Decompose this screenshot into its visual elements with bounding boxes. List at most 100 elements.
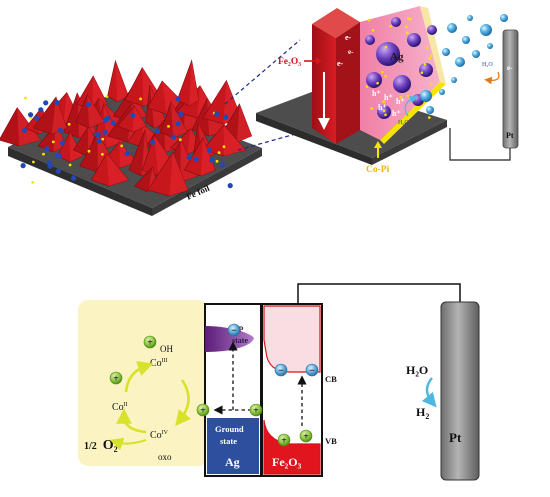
water-droplet bbox=[462, 36, 470, 44]
pt-electrode-top: Pt e- bbox=[502, 29, 519, 149]
vb-hole-1-sign: + bbox=[281, 436, 287, 447]
copi-dot bbox=[405, 31, 409, 34]
vb-hole-2-ball bbox=[299, 429, 313, 443]
external-wire-top bbox=[449, 128, 511, 161]
cycle-hole-2: + bbox=[109, 371, 123, 385]
ag-particle bbox=[175, 121, 181, 127]
ag-sphere bbox=[376, 42, 400, 66]
nanoflake-facet bbox=[106, 153, 129, 186]
cycle-arrow-co2-to-co3 bbox=[124, 361, 154, 393]
ag-particle bbox=[102, 129, 108, 135]
cb-electron-1-sign: − bbox=[278, 366, 284, 377]
hole-label: h⁺ bbox=[384, 93, 393, 102]
electron-label-3: e- bbox=[348, 48, 354, 56]
ag-sphere bbox=[366, 72, 382, 88]
nanoflake-facet bbox=[200, 137, 216, 176]
zoom-line-top bbox=[224, 39, 301, 105]
ag-particle bbox=[96, 138, 102, 144]
ag-particle bbox=[59, 140, 65, 146]
ag-sphere bbox=[365, 35, 375, 45]
cb-electron-2: − bbox=[305, 363, 319, 377]
water-droplet bbox=[420, 90, 432, 102]
water-arrow-left bbox=[404, 95, 418, 117]
copi-dot bbox=[384, 113, 387, 117]
water-droplets bbox=[420, 14, 508, 114]
hole-label: h⁺ bbox=[378, 103, 387, 112]
cycle-hole-2-sign: + bbox=[113, 374, 119, 385]
ag-particle bbox=[43, 100, 49, 106]
nanoflake-facet bbox=[132, 106, 147, 132]
electron-label-1: e- bbox=[337, 59, 344, 68]
ag-label-bottom: Ag bbox=[225, 455, 240, 469]
sp-electron-sign: − bbox=[231, 326, 237, 337]
h2o-label: H₂O bbox=[406, 363, 428, 377]
copi-particle bbox=[139, 97, 143, 101]
water-droplet bbox=[455, 57, 465, 67]
ag-particle bbox=[193, 156, 199, 162]
water-droplet bbox=[426, 106, 434, 114]
copi-dot bbox=[410, 113, 413, 117]
ag-particle bbox=[124, 150, 130, 157]
ag-particle bbox=[175, 96, 181, 102]
ag-particle bbox=[110, 120, 116, 126]
cb-electron-2-sign: − bbox=[309, 366, 315, 377]
co3-label: CoIII bbox=[150, 358, 168, 369]
interface-hole-2-sign: + bbox=[200, 406, 206, 417]
ag-particle bbox=[28, 112, 34, 118]
nanoflake-facet bbox=[115, 60, 129, 102]
ag-particle bbox=[95, 132, 101, 138]
water-droplet bbox=[451, 77, 457, 83]
pt-label-bottom: Pt bbox=[449, 430, 462, 445]
nanoflake-facet bbox=[189, 60, 199, 106]
fe2o3-pointer-head bbox=[316, 57, 322, 65]
copi-particle bbox=[67, 122, 71, 126]
ag-particle bbox=[34, 115, 40, 121]
cycle-arrow-o2-release bbox=[109, 437, 147, 451]
nanoflake-facet bbox=[87, 94, 105, 128]
ag-ground-state-block bbox=[207, 418, 259, 474]
cycle-arrow-co4-to-co2 bbox=[116, 408, 147, 434]
hole-label: h⁺ bbox=[396, 97, 405, 106]
ag-label-top: Ag bbox=[390, 51, 404, 63]
interface-hole-2: + bbox=[196, 403, 210, 417]
water-droplet bbox=[467, 15, 473, 21]
water-label-right: H₂O bbox=[482, 62, 493, 68]
copi-particle bbox=[24, 96, 27, 100]
copi-dot bbox=[406, 94, 410, 98]
copi-particle bbox=[101, 137, 105, 141]
water-label-left: H₂O bbox=[398, 120, 409, 126]
ag-sphere bbox=[407, 33, 421, 47]
oh-label: OH bbox=[160, 344, 173, 354]
copi-dot bbox=[370, 107, 374, 110]
ag-sphere bbox=[391, 17, 401, 27]
water-droplet bbox=[500, 14, 508, 22]
cb-label: CB bbox=[325, 374, 337, 384]
ag-particle bbox=[46, 160, 52, 166]
copi-dot bbox=[428, 116, 431, 119]
nanoflake-facet bbox=[169, 151, 189, 196]
copi-particle bbox=[87, 149, 91, 153]
copi-particle bbox=[215, 159, 219, 163]
hole-label: h⁺ bbox=[392, 109, 401, 118]
cycle-hole-1-sign: + bbox=[147, 338, 153, 349]
copi-dot bbox=[381, 70, 384, 74]
interface-hole-2-ball bbox=[196, 403, 210, 417]
copi-particle bbox=[42, 152, 45, 156]
ag-particle bbox=[85, 101, 92, 107]
h2-label: H2 bbox=[416, 405, 429, 421]
ground-state-label-line2: state bbox=[220, 436, 237, 446]
copi-particle bbox=[217, 151, 221, 155]
water-arrow-right bbox=[484, 71, 500, 85]
ag-particle bbox=[54, 99, 60, 106]
ag-particle bbox=[214, 111, 220, 117]
ag-particle bbox=[55, 168, 61, 174]
interface-hole-1-sign: + bbox=[253, 406, 259, 417]
copi-particle bbox=[178, 138, 182, 142]
cycle-hole-1: + bbox=[143, 335, 157, 349]
copi-dot bbox=[365, 85, 369, 88]
hole-labels: h⁺h⁺h⁺h⁺h⁺ bbox=[372, 89, 405, 118]
copi-particle bbox=[31, 181, 35, 184]
ag-particle bbox=[103, 117, 109, 123]
copi-particle bbox=[32, 160, 35, 164]
pt-electrode-bottom bbox=[440, 301, 480, 481]
